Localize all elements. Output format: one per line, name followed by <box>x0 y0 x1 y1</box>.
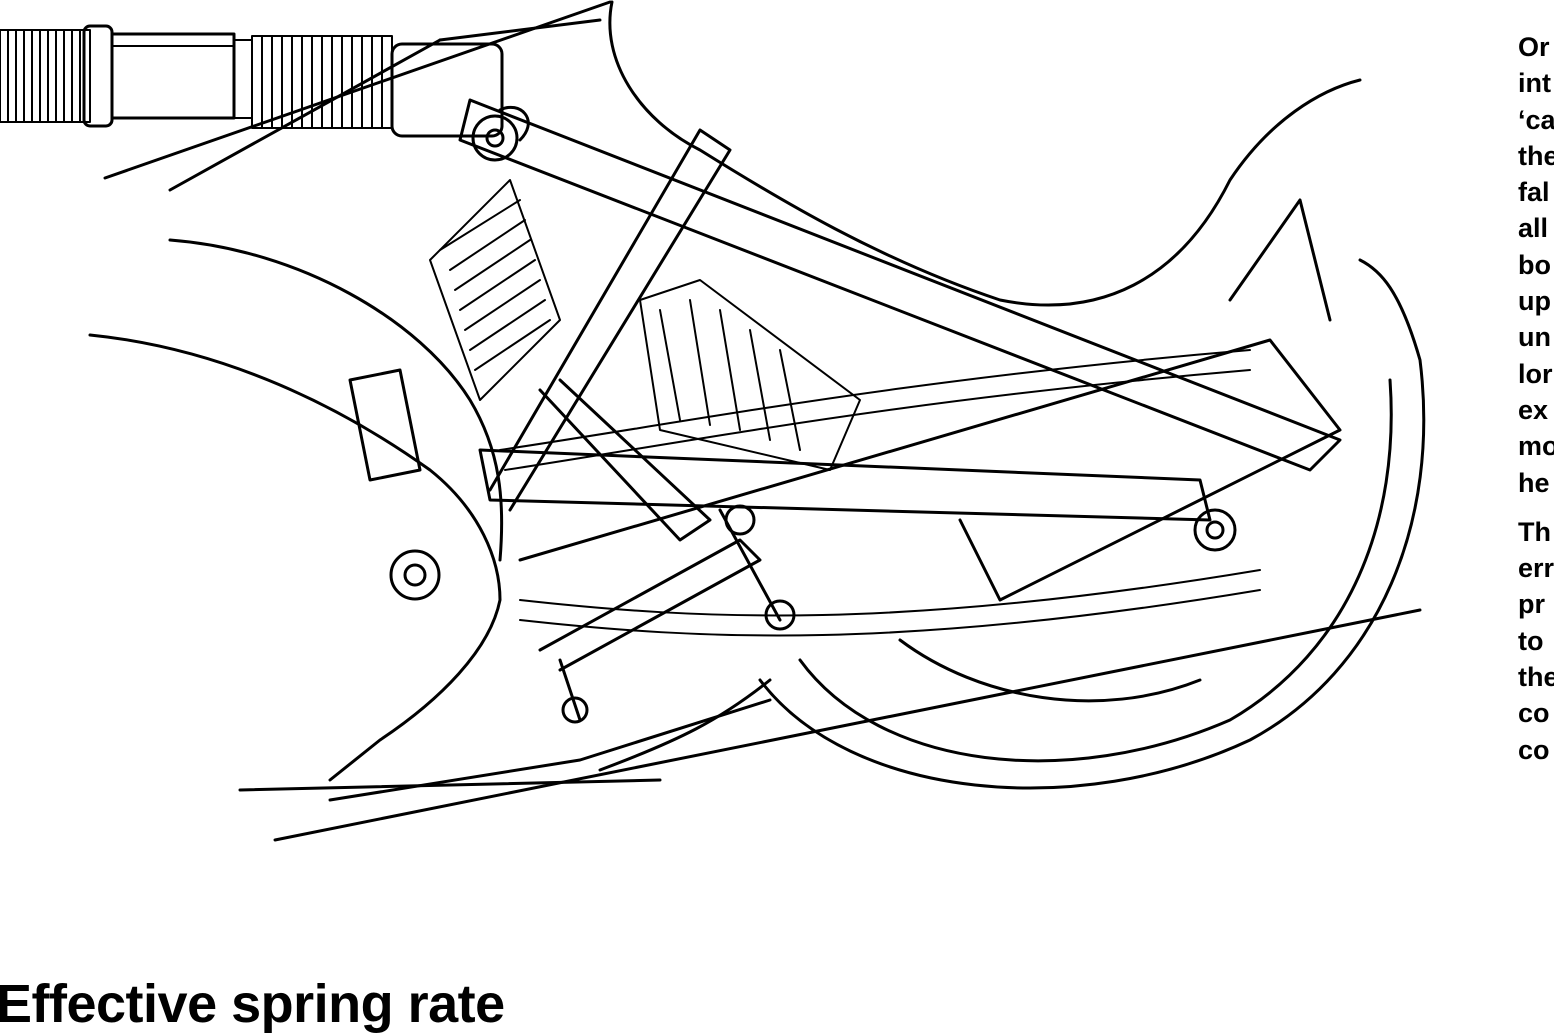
lower-fairing <box>238 608 1422 842</box>
paragraph-2-line: co <box>1518 734 1550 765</box>
motorcycle-rear-suspension-icon <box>0 0 1426 842</box>
paragraph-1-line: un <box>1518 322 1551 353</box>
shock-spring <box>429 179 861 471</box>
body-text-column: Or int ‘ca the fal all bo up un lor ex m… <box>1518 29 1554 768</box>
paragraph-1-line: lor <box>1518 358 1553 389</box>
paragraph-1-line: ‘ca <box>1518 104 1554 135</box>
paragraph-1-line: int <box>1518 68 1551 99</box>
rear-suspension-illustration <box>0 0 1426 842</box>
shock-absorber-thread <box>0 24 504 138</box>
rear-wheel <box>758 198 1426 790</box>
paragraph-1-line: he <box>1518 467 1550 498</box>
paragraph-2-line: the <box>1518 662 1554 693</box>
section-heading: Effective spring rate <box>0 974 505 1034</box>
paragraph-1-line: bo <box>1518 249 1551 280</box>
paragraph-gap <box>1518 501 1554 514</box>
paragraph-2-line: err <box>1518 553 1554 584</box>
paragraph-2-line: Th <box>1518 516 1551 547</box>
paragraph-2-line: co <box>1518 698 1550 729</box>
paragraph-1-line: ex <box>1518 394 1549 425</box>
paragraph-1-line: the <box>1518 140 1554 171</box>
paragraph-1-line: Or <box>1518 32 1550 62</box>
paragraph-1-line: mo <box>1518 431 1554 462</box>
paragraph-2-line: pr <box>1518 589 1545 620</box>
paragraph-2-line: to <box>1518 625 1544 656</box>
paragraph-1-line: all <box>1518 213 1549 244</box>
paragraph-1-line: up <box>1518 286 1551 317</box>
engine-case <box>88 238 504 782</box>
frame-rails <box>103 0 1362 307</box>
paragraph-1-line: fal <box>1518 177 1550 208</box>
swingarm <box>458 98 1342 724</box>
drive-chain <box>499 349 1261 637</box>
